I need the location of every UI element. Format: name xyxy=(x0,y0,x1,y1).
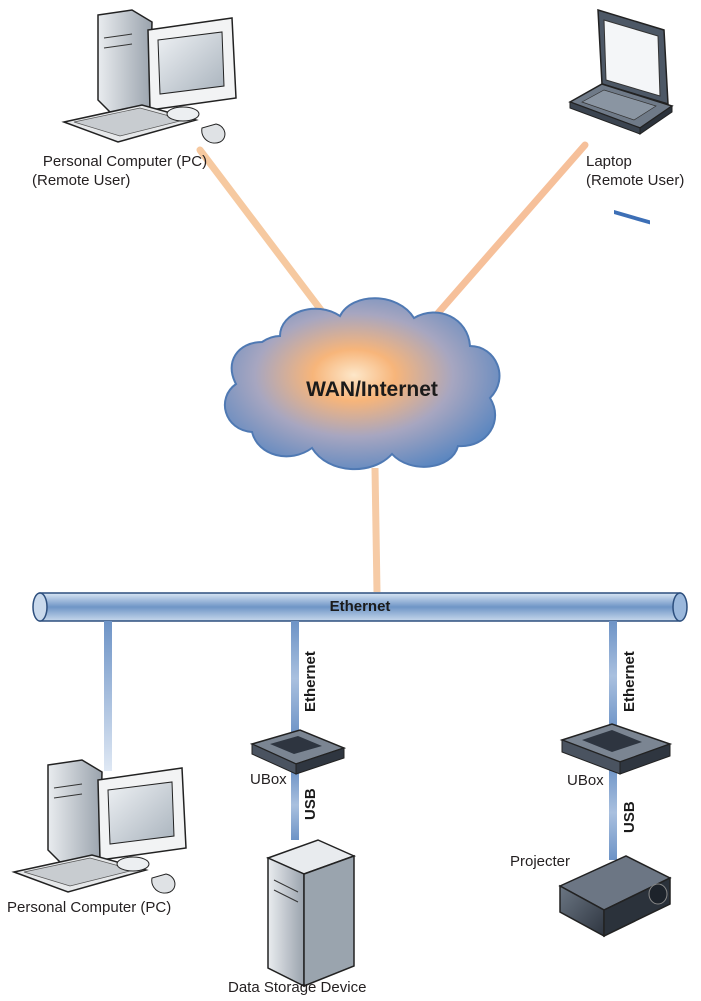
link-cloud-to-bus xyxy=(371,467,381,593)
storage-ethernet-label: Ethernet xyxy=(302,651,319,712)
projector-usb-label: USB xyxy=(621,801,638,833)
ethernet-bus-label: Ethernet xyxy=(329,598,391,615)
link-ubox-right-to-projector xyxy=(609,765,617,860)
laptop-label-line1: Laptop xyxy=(586,153,632,170)
laptop-label-line2: (Remote User) xyxy=(586,172,685,189)
link-bus-to-ubox-right xyxy=(609,621,617,731)
ubox-left-icon xyxy=(249,729,347,775)
link-bus-to-local-pc xyxy=(104,621,112,771)
link-ubox-left-to-storage xyxy=(291,770,299,840)
projector-ethernet-label: Ethernet xyxy=(621,651,638,712)
data-storage-label: Data Storage Device xyxy=(228,979,367,996)
ethernet-bus xyxy=(32,592,688,622)
link-pc-to-cloud xyxy=(196,146,334,326)
laptop-label: Laptop (Remote User) xyxy=(586,152,684,190)
wan-cloud xyxy=(223,297,501,471)
remote-pc-label: Personal Computer (PC) (Remote User) xyxy=(20,152,230,190)
data-storage-icon xyxy=(265,839,357,988)
remote-laptop-icon xyxy=(568,8,674,225)
ubox-right-label: UBox xyxy=(567,772,604,789)
ubox-right-icon xyxy=(559,723,673,775)
ubox-left-label: UBox xyxy=(250,771,287,788)
wan-links xyxy=(196,141,589,593)
storage-usb-label: USB xyxy=(302,788,319,820)
local-pc-icon xyxy=(11,759,187,894)
remote-pc-label-line1: Personal Computer (PC) xyxy=(42,153,208,170)
wan-internet-label: WAN/Internet xyxy=(306,378,438,401)
projector-icon xyxy=(558,855,672,938)
projector-label: Projecter xyxy=(510,853,571,870)
lan-links xyxy=(104,621,617,860)
remote-pc-label-line2: (Remote User) xyxy=(32,172,131,189)
link-bus-to-ubox-left xyxy=(291,621,299,736)
remote-pc-icon xyxy=(61,9,237,144)
local-pc-label: Personal Computer (PC) xyxy=(7,899,172,916)
link-laptop-to-cloud xyxy=(421,141,589,332)
